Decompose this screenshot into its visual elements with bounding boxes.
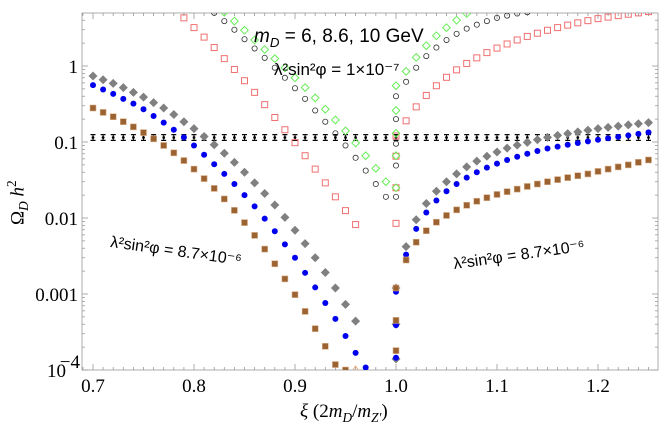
mass-annotation: mD = 6, 8.6, 10 GeV: [254, 26, 424, 50]
svg-text:0.001: 0.001: [35, 285, 78, 306]
plot-frame: [81, 12, 659, 371]
svg-text:0.8: 0.8: [182, 376, 206, 397]
svg-text:1.1: 1.1: [485, 376, 509, 397]
mass-values: = 6, 8.6, 10 GeV: [284, 26, 424, 47]
tick-labels: 0.7 0.8 0.9 1.0 1.1 1.2 10−4 0.001 0.01 0.1 1: [35, 57, 610, 397]
svg-text:10: 10: [47, 361, 66, 382]
svg-text:0.01: 0.01: [45, 209, 78, 230]
svg-text:1: 1: [69, 57, 79, 78]
svg-text:1.0: 1.0: [384, 376, 408, 397]
coupling-annotation-top: λ²sin²φ = 1×10⁻⁷: [274, 60, 400, 79]
data-points: [88, 13, 653, 370]
y-axis-label: ΩD h2: [4, 180, 32, 225]
svg-text:−4: −4: [60, 352, 81, 373]
svg-text:0.7: 0.7: [81, 376, 105, 397]
svg-text:1.2: 1.2: [586, 376, 610, 397]
x-axis-label: ξ (2mD/mZ′): [300, 401, 388, 425]
svg-text:0.9: 0.9: [283, 376, 307, 397]
svg-text:0.1: 0.1: [54, 133, 78, 154]
